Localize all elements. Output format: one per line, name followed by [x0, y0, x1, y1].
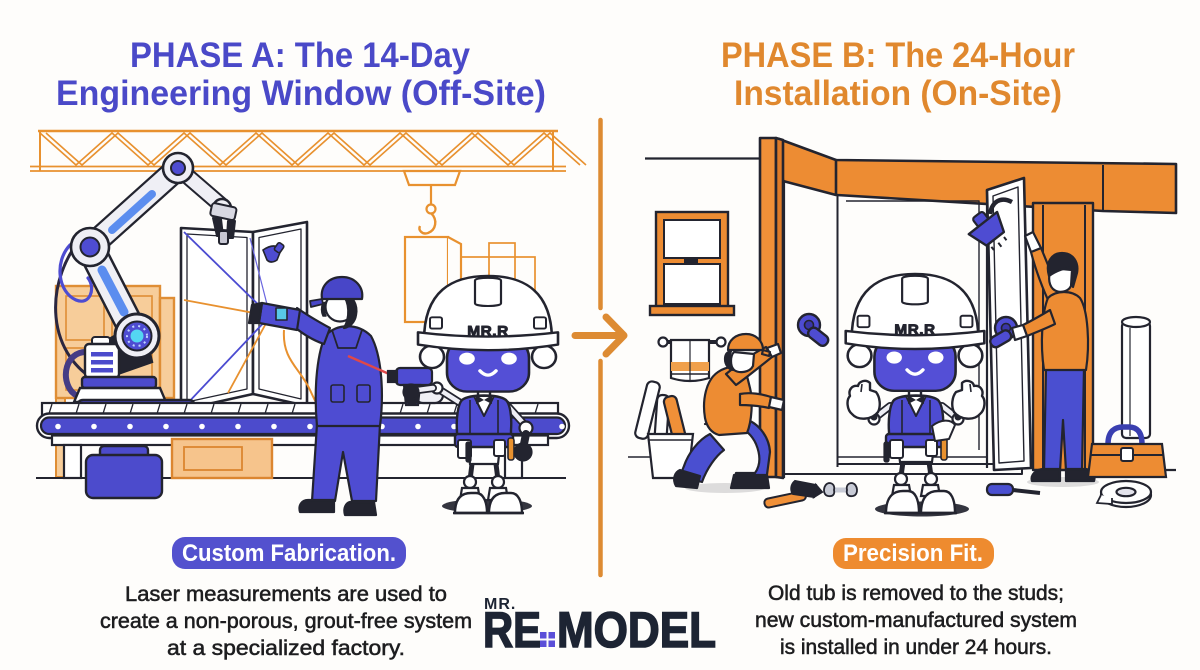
svg-text:PHASE A: The 14-Day: PHASE A: The 14-Day: [130, 36, 470, 75]
svg-text:Custom Fabrication.: Custom Fabrication.: [182, 540, 396, 567]
svg-text:at a specialized factory.: at a specialized factory.: [167, 636, 405, 660]
svg-text:Laser measurements are used to: Laser measurements are used to: [125, 582, 447, 606]
svg-text:Engineering Window (Off-Site): Engineering Window (Off-Site): [56, 74, 546, 113]
svg-text:Precision Fit.: Precision Fit.: [843, 540, 983, 567]
svg-text:MR.: MR.: [484, 596, 516, 613]
svg-text:create a non-porous, grout-fre: create a non-porous, grout-free system: [100, 609, 472, 633]
svg-text:Old tub is removed to the stud: Old tub is removed to the studs;: [768, 581, 1064, 605]
svg-text:MODEL: MODEL: [557, 602, 716, 658]
svg-text:new custom-manufactured system: new custom-manufactured system: [755, 608, 1077, 632]
svg-text:RE: RE: [483, 602, 541, 658]
svg-text:is installed in under 24 hours: is installed in under 24 hours.: [780, 635, 1052, 659]
svg-text:PHASE B: The 24-Hour: PHASE B: The 24-Hour: [721, 36, 1075, 75]
svg-text:Installation (On-Site): Installation (On-Site): [734, 74, 1062, 113]
svg-text:MR.R: MR.R: [894, 322, 935, 339]
svg-text:MR.R: MR.R: [467, 324, 509, 340]
